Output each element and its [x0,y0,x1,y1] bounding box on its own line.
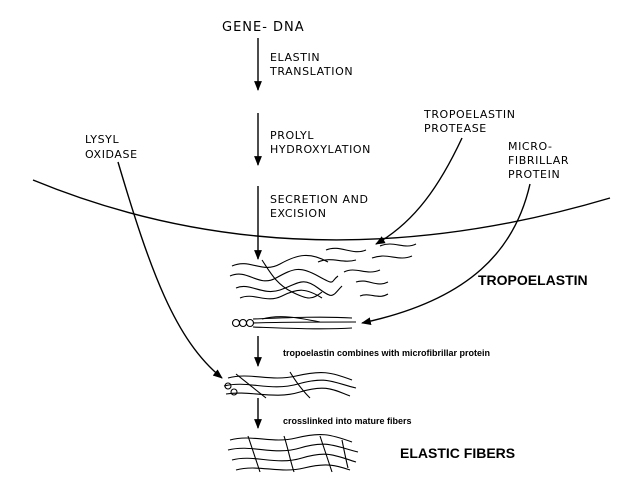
arrow-tropoelastin-protease [375,137,463,245]
crosslinked-fiber [223,371,357,399]
cell-membrane-line [32,179,611,241]
tropoelastin-label: TROPOELASTIN [478,272,588,288]
tropoelastin-strands [229,243,417,300]
gene-dna-label: GENE- DNA [222,20,305,35]
tropoelastin-protease-label: TROPOELASTIN PROTEASE [423,108,520,135]
step-secretion-label: SECRETION AND EXCISION [270,193,373,220]
combined-fiber [231,316,357,330]
step-hydroxylation-label: PROLYL HYDROXYLATION [270,129,371,156]
microfibrillar-protein-label: MICRO- FIBRILLAR PROTEIN [508,140,573,181]
elastic-fibers-drawing [227,433,359,473]
combines-label: tropoelastin combines with microfibrilla… [283,348,490,358]
step-translation-label: ELASTIN TRANSLATION [269,51,353,78]
arrow-lysyl-oxidase [117,161,223,379]
arrow-microfibrillar-protein [361,183,531,325]
crosslinked-label: crosslinked into mature fibers [283,416,412,426]
elastic-fibers-label: ELASTIC FIBERS [400,445,515,461]
lysyl-oxidase-label: LYSYL OXIDASE [85,133,138,161]
